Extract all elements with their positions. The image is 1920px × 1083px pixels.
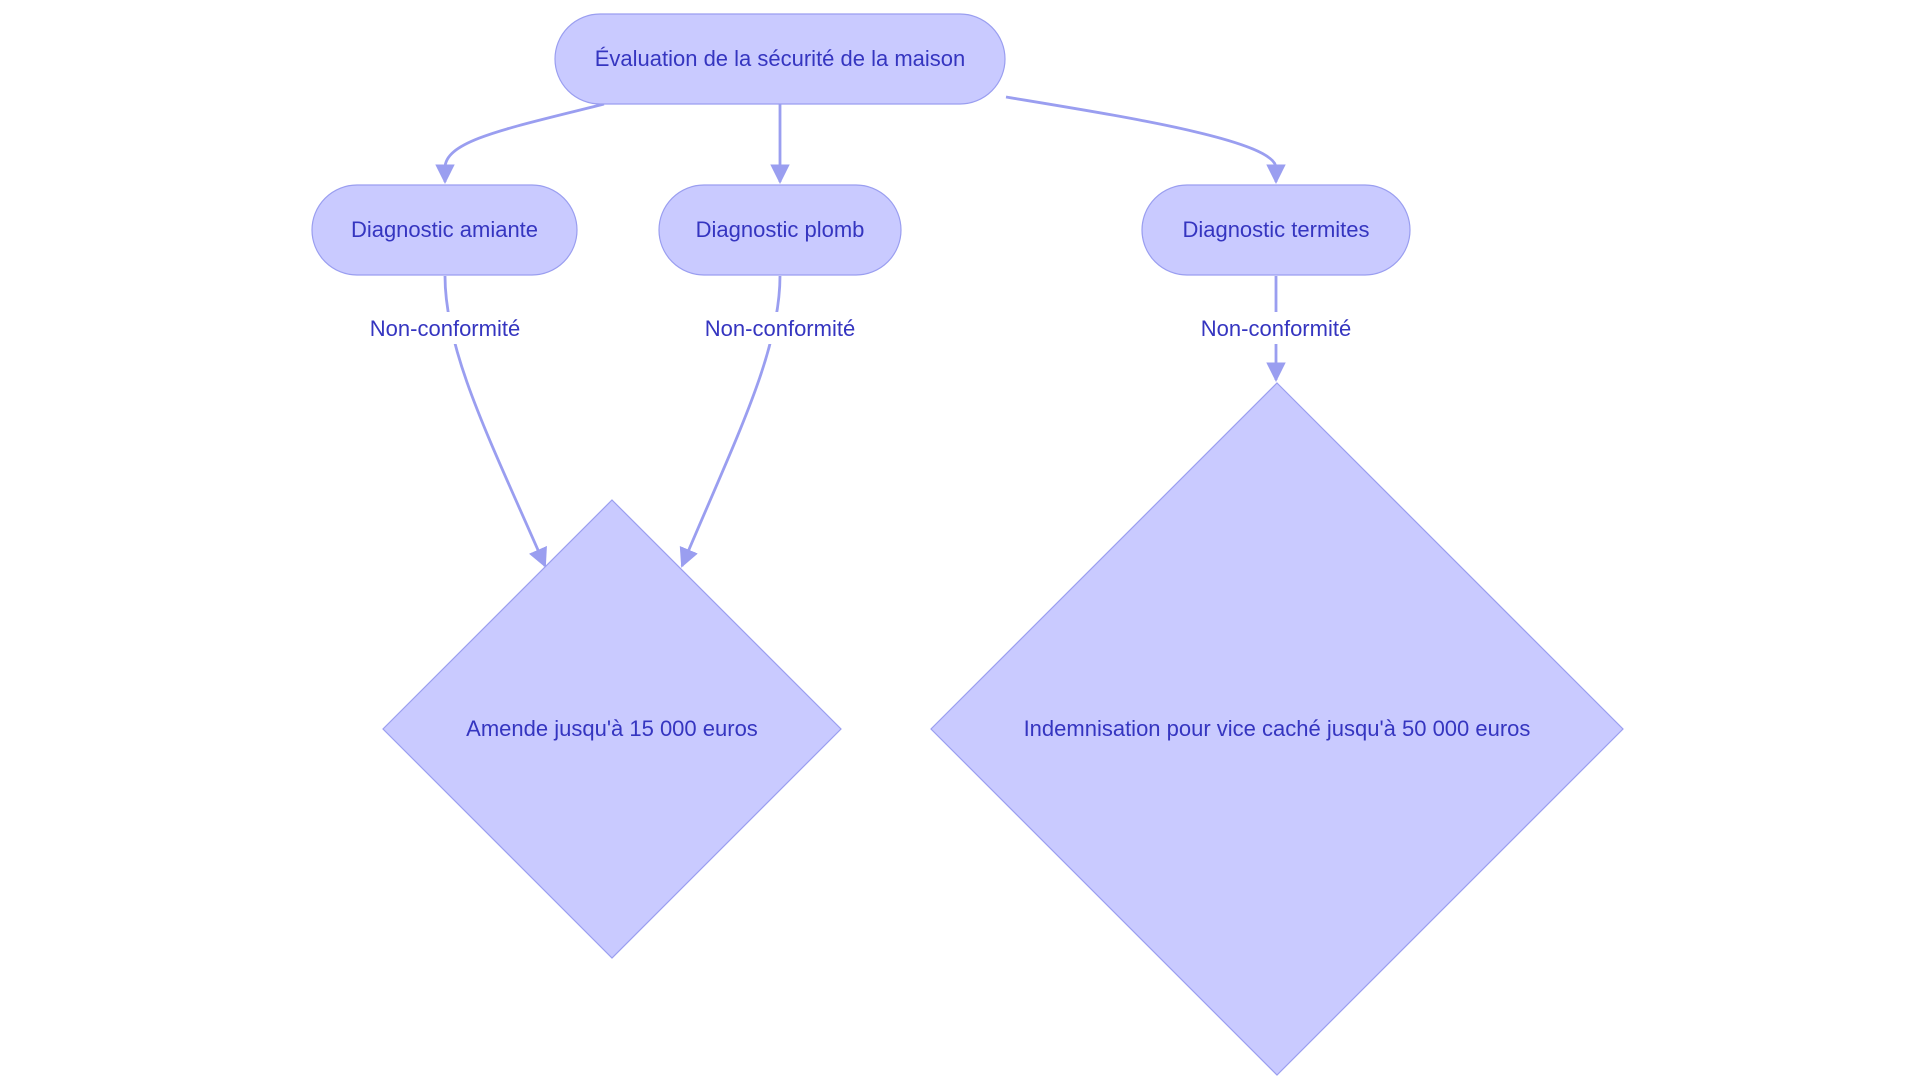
edge-root-to-termites [1005,95,1286,184]
edge-labels: Non-conformité Non-conformité Non-confor… [355,312,1366,344]
node-diagnostic-amiante[interactable]: Diagnostic amiante [311,184,578,276]
edge-label-text: Non-conformité [705,316,855,341]
node-diagnostic-plomb[interactable]: Diagnostic plomb [658,184,902,276]
edge-label-amiante: Non-conformité [355,312,535,344]
edge-label-termites: Non-conformité [1186,312,1366,344]
edge-label-plomb: Non-conformité [690,312,870,344]
node-label: Diagnostic plomb [696,217,865,242]
edge-amiante-to-amende [443,275,547,568]
node-label: Diagnostic termites [1182,217,1369,242]
edge-plomb-to-amende [679,275,782,568]
node-label: Évaluation de la sécurité de la maison [595,46,966,71]
node-label: Diagnostic amiante [351,217,538,242]
node-amende[interactable]: Amende jusqu'à 15 000 euros [382,499,842,959]
node-root[interactable]: Évaluation de la sécurité de la maison [554,13,1006,105]
nodes: Évaluation de la sécurité de la maison D… [311,13,1624,1076]
node-indemnisation[interactable]: Indemnisation pour vice caché jusqu'à 50… [930,382,1624,1076]
node-label: Indemnisation pour vice caché jusqu'à 50… [1024,716,1531,741]
edge-label-text: Non-conformité [1201,316,1351,341]
edge-root-to-amiante [435,102,605,184]
edge-label-text: Non-conformité [370,316,520,341]
node-diagnostic-termites[interactable]: Diagnostic termites [1141,184,1411,276]
node-label: Amende jusqu'à 15 000 euros [466,716,758,741]
